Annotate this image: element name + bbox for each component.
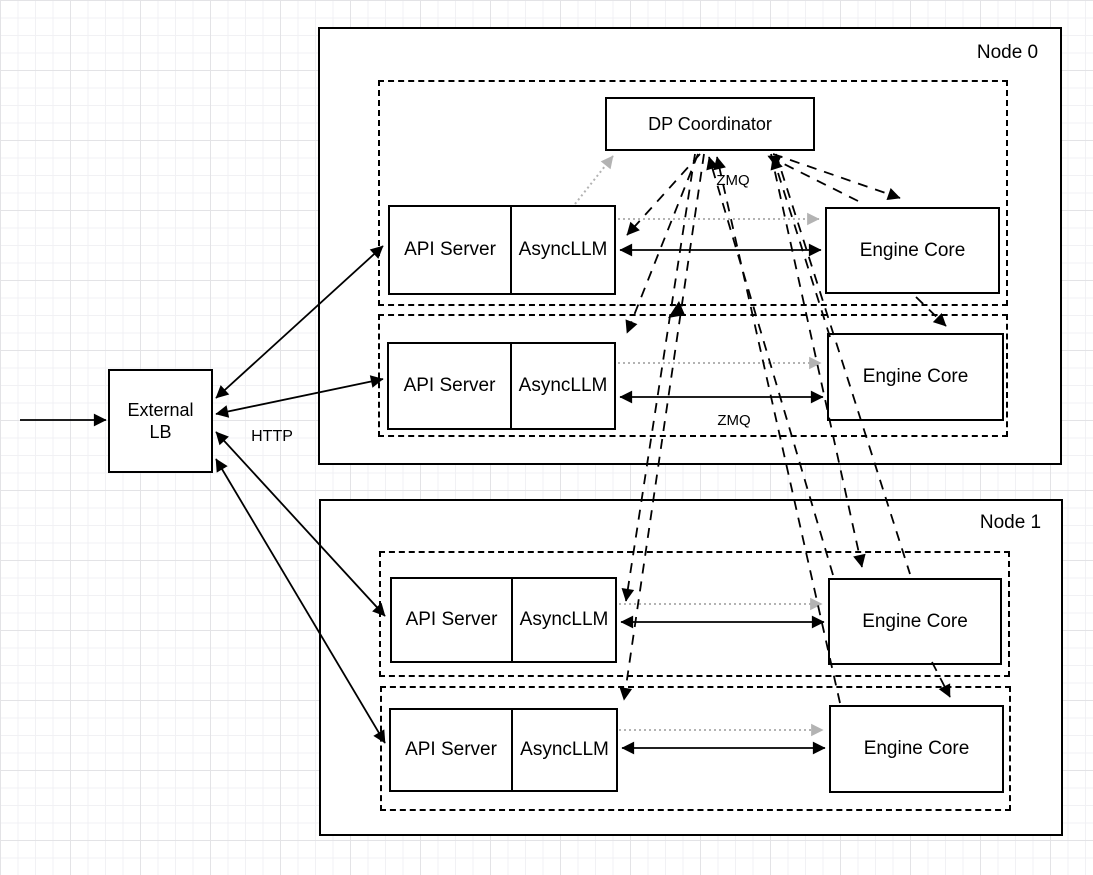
zmq-row2-label: ZMQ	[717, 412, 751, 429]
api-server-row2: API Server	[389, 344, 512, 428]
engine-core-row4: Engine Core	[829, 705, 1004, 793]
node1-title: Node 1	[979, 512, 1042, 533]
external-lb-label: External LB	[127, 399, 194, 443]
frontend-box-row4: API Server AsyncLLM	[389, 708, 618, 792]
asyncllm-row2: AsyncLLM	[518, 375, 608, 396]
engine-core-row4-label: Engine Core	[863, 738, 970, 759]
engine-core-row2-label: Engine Core	[862, 366, 969, 387]
http-label: HTTP	[251, 428, 293, 445]
engine-core-row1: Engine Core	[825, 207, 1000, 294]
node0-title: Node 0	[976, 42, 1039, 63]
external-lb-box: External LB	[108, 369, 213, 473]
engine-core-row3: Engine Core	[828, 578, 1002, 665]
engine-core-row1-label: Engine Core	[859, 239, 966, 261]
api-server-row1: API Server	[390, 207, 512, 293]
zmq-coordinator-label: ZMQ	[716, 172, 750, 189]
api-server-row4: API Server	[391, 710, 513, 790]
asyncllm-row1: AsyncLLM	[518, 239, 608, 260]
frontend-box-row1: API Server AsyncLLM	[388, 205, 616, 295]
dp-coordinator-box: DP Coordinator	[605, 97, 815, 151]
frontend-box-row2: API Server AsyncLLM	[387, 342, 616, 430]
asyncllm-row3: AsyncLLM	[519, 609, 609, 630]
asyncllm-row4: AsyncLLM	[520, 739, 609, 760]
engine-core-row2: Engine Core	[827, 333, 1004, 421]
frontend-box-row3: API Server AsyncLLM	[390, 577, 617, 663]
engine-core-row3-label: Engine Core	[862, 610, 968, 632]
api-server-row3: API Server	[392, 579, 513, 661]
dp-coordinator-label: DP Coordinator	[648, 113, 772, 134]
